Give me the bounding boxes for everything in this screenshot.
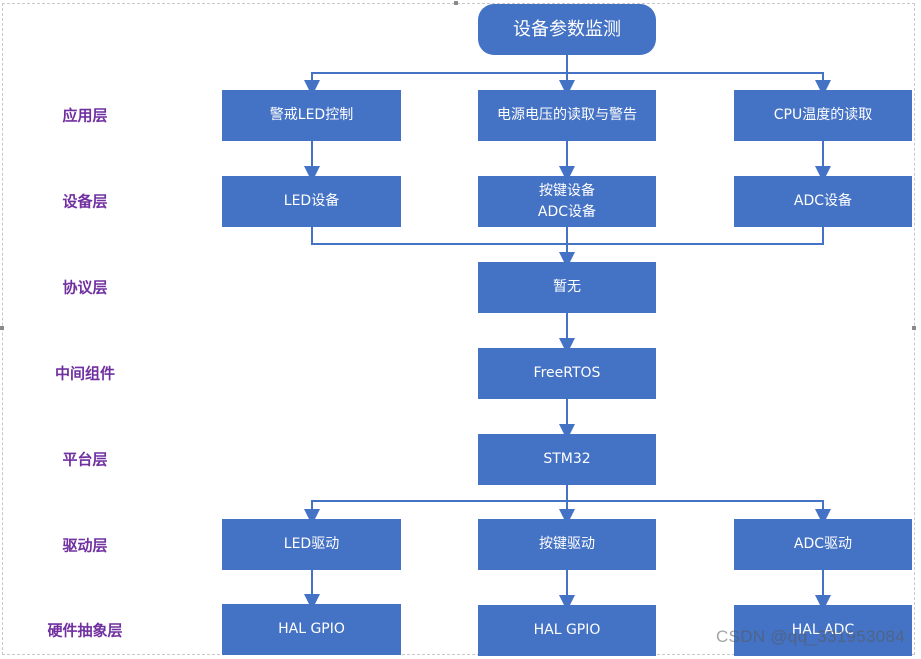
layer-label-platform: 平台层 (62, 450, 108, 469)
layer-label-protocol: 协议层 (62, 278, 108, 297)
node-stm32: STM32 (478, 434, 656, 485)
layer-label-hal: 硬件抽象层 (47, 621, 123, 640)
node-voltage-read-warn: 电源电压的读取与警告 (478, 90, 656, 141)
resize-handle-left[interactable] (0, 326, 4, 330)
node-hal-gpio-led: HAL GPIO (222, 604, 401, 655)
node-key-adc-device: 按键设备 ADC设备 (478, 176, 656, 227)
resize-handle-right[interactable] (912, 326, 916, 330)
connector (304, 72, 567, 96)
node-key-driver: 按键驱动 (478, 519, 656, 570)
node-cpu-temp-read: CPU温度的读取 (734, 90, 912, 141)
connector (567, 500, 831, 525)
layer-label-middleware: 中间组件 (54, 364, 115, 383)
connector (567, 72, 831, 96)
connector (304, 500, 567, 525)
layer-label-device: 设备层 (62, 192, 108, 211)
node-led-alert-control: 警戒LED控制 (222, 90, 401, 141)
node-protocol-none: 暂无 (478, 262, 656, 313)
resize-handle-top[interactable] (454, 1, 458, 5)
node-hal-adc: HAL ADC (734, 605, 912, 656)
node-hal-gpio-key: HAL GPIO (478, 605, 656, 656)
watermark: CSDN @qq_331953084 (715, 627, 905, 646)
node-freertos: FreeRTOS (478, 348, 656, 399)
node-led-device: LED设备 (222, 176, 401, 227)
node-adc-driver: ADC驱动 (734, 519, 912, 570)
title-node: 设备参数监测 (478, 4, 656, 55)
node-adc-device: ADC设备 (734, 176, 912, 227)
node-led-driver: LED驱动 (222, 519, 401, 570)
layer-label-application: 应用层 (62, 106, 108, 125)
layer-label-driver: 驱动层 (62, 536, 108, 555)
